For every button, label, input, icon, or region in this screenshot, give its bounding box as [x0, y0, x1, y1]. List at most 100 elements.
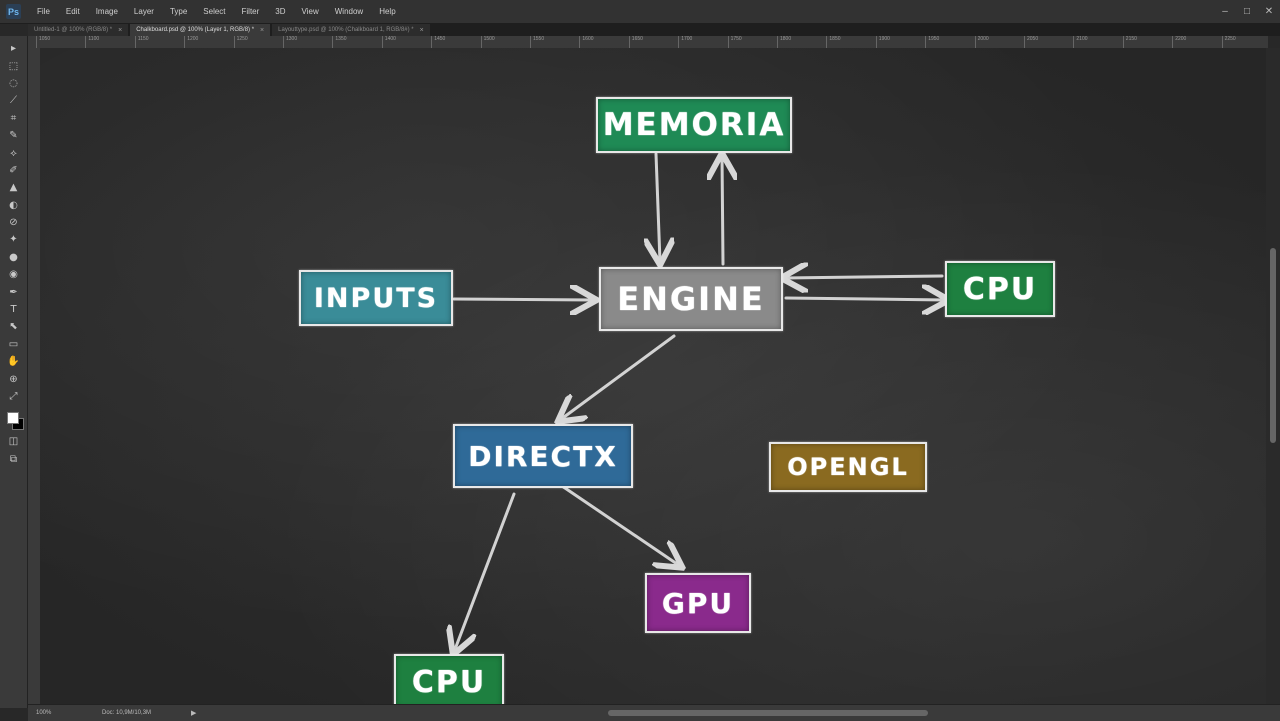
- ruler-tick: 1850: [826, 36, 841, 48]
- ruler-tick: 2050: [1024, 36, 1038, 48]
- cpu-right-label: CPU: [962, 271, 1038, 307]
- stamp-tool-icon[interactable]: ▲: [9, 182, 18, 194]
- memoria-label: MEMORIA: [602, 107, 786, 143]
- ruler-tick: 1350: [332, 36, 347, 48]
- ruler-tick: 1400: [381, 36, 396, 48]
- doc-size: Doc: 10,9M/10,3M: [102, 710, 152, 716]
- opengl-label: OPENGL: [787, 453, 909, 481]
- document-tab[interactable]: Layouttype.psd @ 100% (Chalkboard 1, RGB…: [272, 24, 430, 36]
- blur-tool-icon[interactable]: ●: [9, 251, 18, 263]
- canvas-chalkboard[interactable]: MEMORIA INPUTS ENGINE CPU DIRECTX OPENGL…: [40, 48, 1266, 704]
- menu-file[interactable]: File: [37, 7, 50, 16]
- inputs-box: INPUTS: [299, 270, 453, 326]
- menu-type[interactable]: Type: [169, 7, 188, 16]
- healing-tool-icon[interactable]: ⟡: [10, 147, 17, 159]
- hand-tool-icon[interactable]: ✋: [7, 356, 20, 368]
- history-brush-tool-icon[interactable]: ◐: [9, 199, 18, 211]
- ruler-tick: 1700: [678, 36, 692, 48]
- vertical-scrollbar[interactable]: [1266, 48, 1280, 704]
- ruler-tick: 2100: [1073, 36, 1088, 48]
- tool-list: ▸ ⬚ ◌ ⟋ ⌗ ✎ ⟡ ✐ ▲ ◐ ⊘ ✦ ● ◉ ✒ T ⬉ ▭ ✋ ⊕ ⤢: [4, 40, 24, 405]
- menu-items: File Edit Image Layer Type Select Filter 3D View…: [29, 7, 404, 16]
- ruler-tick: 1550: [530, 36, 544, 48]
- ruler-tick: 1600: [579, 36, 594, 48]
- cpu-right-box: CPU: [945, 261, 1055, 317]
- cpu-bottom-box: CPU: [394, 654, 504, 704]
- document-tab[interactable]: Chalkboard.psd @ 100% (Layer 1, RGB/8) *…: [130, 24, 271, 36]
- swap-colors-icon[interactable]: ⤢: [9, 391, 18, 402]
- ruler-tick: 1950: [925, 36, 939, 48]
- menu-layer[interactable]: Layer: [133, 7, 154, 16]
- color-swatches[interactable]: [4, 409, 24, 433]
- directx-box: DIRECTX: [453, 424, 633, 488]
- menu-help[interactable]: Help: [379, 7, 396, 16]
- tab-close-icon[interactable]: ×: [260, 26, 265, 34]
- menu-filter[interactable]: Filter: [241, 7, 260, 16]
- menu-image[interactable]: Image: [95, 7, 118, 16]
- eyedropper-tool-icon[interactable]: ✎: [9, 130, 18, 142]
- type-tool-icon[interactable]: T: [10, 304, 17, 316]
- horizontal-scroll-thumb[interactable]: [608, 710, 928, 716]
- lasso-tool-icon[interactable]: ◌: [9, 77, 18, 89]
- ruler-tick: 1900: [875, 36, 890, 48]
- path-select-tool-icon[interactable]: ⬉: [9, 321, 18, 333]
- arrow-directx-to-gpu: [560, 484, 680, 566]
- ruler-tick: 1650: [628, 36, 643, 48]
- arrow-engine-to-memoria: [722, 156, 723, 266]
- foreground-color-swatch[interactable]: [6, 412, 19, 425]
- ruler-tick: 2200: [1172, 36, 1186, 48]
- document-tab-bar: Untitled-1 @ 100% (RGB/8) *×Chalkboard.p…: [28, 23, 1280, 36]
- screen-mode-icon[interactable]: ⧉: [9, 453, 18, 465]
- quick-select-tool-icon[interactable]: ⟋: [10, 95, 17, 107]
- crop-tool-icon[interactable]: ⌗: [10, 112, 17, 124]
- marquee-tool-icon[interactable]: ⬚: [8, 60, 19, 72]
- ruler-tick: 1450: [431, 36, 445, 48]
- gpu-label: GPU: [661, 586, 735, 620]
- ruler-tick: 2250: [1221, 36, 1236, 48]
- arrow-engine-to-cpu: [784, 298, 946, 300]
- menu-window[interactable]: Window: [334, 7, 364, 16]
- document-tab-label: Untitled-1 @ 100% (RGB/8) *: [34, 27, 113, 33]
- menu-3d[interactable]: 3D: [275, 7, 286, 16]
- zoom-level[interactable]: 100%: [36, 710, 52, 716]
- ruler-tick: 1300: [283, 36, 297, 48]
- arrow-engine-to-directx: [560, 334, 676, 420]
- arrow-directx-to-cpu: [454, 492, 516, 652]
- document-tab[interactable]: Untitled-1 @ 100% (RGB/8) * ×: [28, 24, 129, 36]
- rectangle-tool-icon[interactable]: ▭: [8, 338, 19, 350]
- window-controls: – □ ✕: [1214, 1, 1280, 23]
- status-menu-arrow[interactable]: ▶: [191, 710, 197, 717]
- menu-edit[interactable]: Edit: [65, 7, 80, 16]
- document-tab-label: Chalkboard.psd @ 100% (Layer 1, RGB/8) *: [136, 27, 255, 33]
- document-tab-label: Layouttype.psd @ 100% (Chalkboard 1, RGB…: [278, 27, 414, 33]
- brush-tool-icon[interactable]: ✐: [9, 164, 18, 176]
- quick-mask-icon[interactable]: ◫: [8, 436, 19, 448]
- menu-view[interactable]: View: [301, 7, 319, 16]
- tab-close-icon[interactable]: ×: [419, 26, 424, 34]
- eraser-tool-icon[interactable]: ⊘: [9, 217, 18, 229]
- pen-tool-icon[interactable]: ✒: [9, 286, 18, 298]
- zoom-tool-icon[interactable]: ⊕: [9, 373, 18, 385]
- vertical-scroll-thumb[interactable]: [1270, 248, 1276, 443]
- menu-select[interactable]: Select: [203, 7, 226, 16]
- diagram-arrows: [40, 48, 1266, 704]
- ruler-tick: 2000: [974, 36, 989, 48]
- minimize-button[interactable]: –: [1222, 6, 1228, 17]
- ruler-tick: 2150: [1122, 36, 1137, 48]
- move-tool-icon[interactable]: ▸: [10, 43, 17, 55]
- tab-close-icon[interactable]: ×: [118, 26, 123, 34]
- tools-panel: ▸ ⬚ ◌ ⟋ ⌗ ✎ ⟡ ✐ ▲ ◐ ⊘ ✦ ● ◉ ✒ T ⬉ ▭ ✋ ⊕ ⤢ ◫ ⧉: [0, 36, 28, 708]
- gradient-tool-icon[interactable]: ✦: [9, 234, 18, 246]
- memoria-box: MEMORIA: [596, 97, 792, 153]
- arrow-memoria-to-engine: [656, 152, 660, 262]
- directx-label: DIRECTX: [468, 439, 618, 473]
- close-button[interactable]: ✕: [1264, 6, 1274, 17]
- ruler-tick: 1500: [480, 36, 495, 48]
- inputs-label: INPUTS: [313, 282, 439, 314]
- dodge-tool-icon[interactable]: ◉: [9, 269, 18, 281]
- opengl-box: OPENGL: [769, 442, 927, 492]
- maximize-button[interactable]: □: [1243, 6, 1251, 17]
- ruler-tick: 1250: [233, 36, 248, 48]
